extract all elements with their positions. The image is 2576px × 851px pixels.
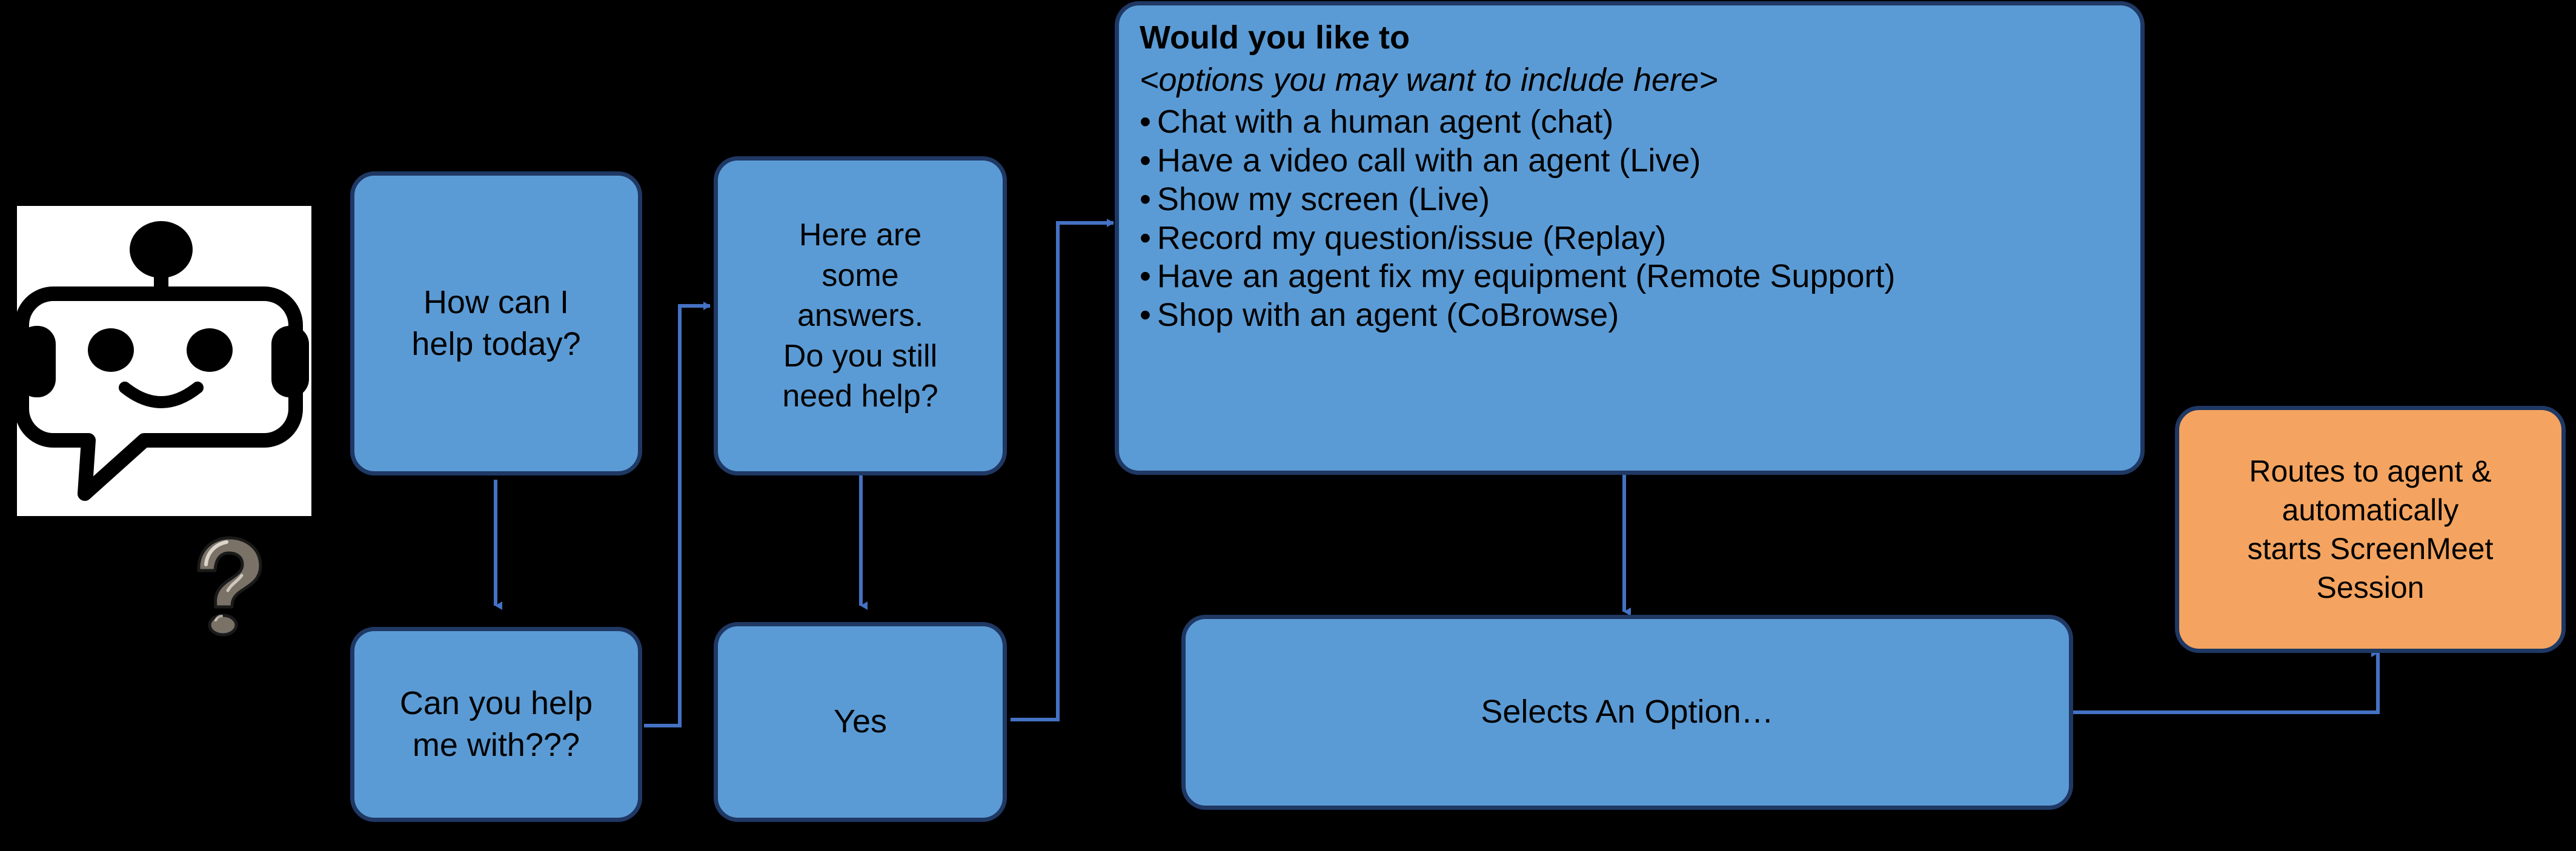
node-routes[interactable]: Routes to agent & automatically starts S… [2175, 406, 2566, 653]
option-item[interactable]: •Have a video call with an agent (Live) [1140, 142, 2122, 180]
options-title: Would you like to [1140, 19, 1410, 56]
bullet-icon: • [1140, 180, 1151, 217]
node-selects-option[interactable]: Selects An Option… [1181, 615, 2073, 810]
node-yes-label: Yes [833, 703, 888, 740]
option-item-label: Shop with an agent (CoBrowse) [1157, 297, 1619, 334]
bullet-icon: • [1140, 297, 1151, 334]
bullet-icon: • [1140, 142, 1151, 179]
option-item[interactable]: •Shop with an agent (CoBrowse) [1140, 296, 2122, 335]
node-selects-option-label: Selects An Option… [1481, 694, 1774, 730]
node-greeting[interactable]: How can I help today? [350, 171, 642, 475]
node-yes[interactable]: Yes [714, 622, 1007, 822]
option-item[interactable]: •Chat with a human agent (chat) [1140, 103, 2122, 142]
node-options[interactable]: Would you like to <options you may want … [1115, 1, 2145, 475]
option-item[interactable]: •Have an agent fix my equipment (Remote … [1140, 257, 2122, 296]
bullet-icon: • [1140, 219, 1151, 256]
node-greeting-label: How can I help today? [411, 283, 581, 362]
bullet-icon: • [1140, 104, 1151, 141]
bullet-icon: • [1140, 258, 1151, 295]
node-user-question[interactable]: Can you help me with??? [350, 627, 642, 822]
options-list: •Chat with a human agent (chat)•Have a v… [1140, 103, 2122, 334]
node-answers-label: Here are some answers. Do you still need… [782, 217, 938, 414]
option-item[interactable]: •Record my question/issue (Replay) [1140, 219, 2122, 258]
connector-user-question-to-answers [644, 302, 711, 727]
connector-yes-to-options [1011, 219, 1114, 721]
option-item[interactable]: •Show my screen (Live) [1140, 180, 2122, 219]
node-user-question-label: Can you help me with??? [399, 684, 593, 763]
question-mark-icon [179, 533, 276, 639]
connector-selects-option-to-routes [2073, 649, 2380, 714]
chatbot-avatar-icon [17, 221, 309, 501]
node-answers[interactable]: Here are some answers. Do you still need… [714, 156, 1007, 475]
option-item-label: Have an agent fix my equipment (Remote S… [1157, 258, 1896, 295]
chatbot-avatar-card [17, 206, 311, 516]
option-item-label: Record my question/issue (Replay) [1157, 219, 1667, 256]
option-item-label: Chat with a human agent (chat) [1157, 104, 1614, 141]
option-item-label: Show my screen (Live) [1157, 180, 1490, 217]
option-item-label: Have a video call with an agent (Live) [1157, 142, 1701, 179]
node-routes-label: Routes to agent & automatically starts S… [2247, 454, 2494, 604]
options-subtitle: <options you may want to include here> [1140, 61, 1718, 98]
